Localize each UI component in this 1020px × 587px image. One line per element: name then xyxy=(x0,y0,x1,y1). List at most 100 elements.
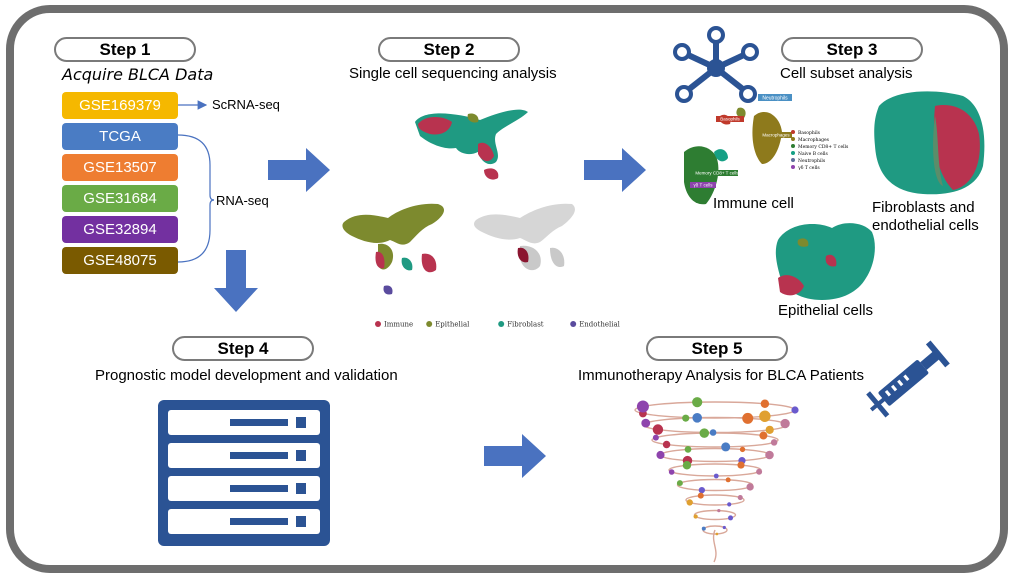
spiral-dot xyxy=(656,450,665,460)
spiral-dot xyxy=(737,494,743,501)
step1-pill: Step 1 xyxy=(54,37,196,62)
umap-legend-label: Immune xyxy=(384,321,413,329)
step5-pill: Step 5 xyxy=(646,336,788,361)
spiral-tail xyxy=(712,529,717,563)
immune-legend-label: Naive B cells xyxy=(798,151,828,157)
fibroblast-subset-plot xyxy=(874,91,985,195)
dataset-tcga: TCGA xyxy=(62,123,178,150)
umap-legend-swatch xyxy=(426,321,433,327)
spiral-dot xyxy=(728,515,734,521)
spiral-dot xyxy=(692,397,703,408)
basophils-tag: Basophils xyxy=(720,117,740,122)
spiral-ring xyxy=(634,401,796,419)
macrophages-tag: Macrophages xyxy=(762,133,790,138)
step3-caption: Cell subset analysis xyxy=(780,65,913,82)
spiral-dot xyxy=(668,469,675,475)
fibroblast-label: Fibroblasts and endothelial cells xyxy=(872,199,979,234)
neutrophils-tag: Neutrophils xyxy=(762,96,788,102)
spiral-dot xyxy=(780,418,790,429)
dataset-gse13507: GSE13507 xyxy=(62,154,178,181)
scrna-seq-label: ScRNA-seq xyxy=(212,97,280,112)
spiral-dot xyxy=(697,492,704,499)
immune-legend-swatch xyxy=(791,151,795,155)
outer-frame xyxy=(6,5,1008,573)
spiral-dot xyxy=(699,428,710,438)
spiral-dot xyxy=(717,508,721,513)
spiral-dot xyxy=(701,526,706,531)
immune-legend-label: Memory CD8+ T cells xyxy=(798,144,849,150)
immune-subset-plot: Neutrophils Basophils Macrophages Memory… xyxy=(684,94,792,205)
spiral-dot xyxy=(715,532,719,536)
arrow-step1-to-step4 xyxy=(214,250,258,312)
spiral-dot xyxy=(721,442,731,452)
spiral-dot xyxy=(682,414,690,422)
database-server-icon xyxy=(158,400,330,546)
spiral-dot xyxy=(725,477,731,483)
dataset-gse48075: GSE48075 xyxy=(62,247,178,274)
umap-legend-label: Endothelial xyxy=(579,321,620,329)
immune-cell-label: Immune cell xyxy=(713,195,794,212)
step1-caption: Acquire BLCA Data xyxy=(62,65,214,84)
dataset-gse32894: GSE32894 xyxy=(62,216,178,243)
spiral-dot xyxy=(742,412,754,424)
umap-legend-swatch xyxy=(498,321,505,327)
spiral-dot xyxy=(636,400,649,413)
spiral-dot xyxy=(652,424,664,435)
immune-legend-label: Basophils xyxy=(798,130,821,136)
syringe-icon xyxy=(866,340,950,418)
spiral-dot xyxy=(662,440,671,449)
immune-legend-label: Neutrophils xyxy=(798,158,826,164)
spiral-dot xyxy=(676,480,683,487)
umap-main-plot xyxy=(415,109,528,180)
spiral-dot xyxy=(722,525,726,530)
spiral-dot xyxy=(737,461,745,469)
umap-legend-label: Fibroblast xyxy=(507,321,544,329)
spiral-ring xyxy=(659,447,771,463)
spiral-dot xyxy=(765,450,774,460)
immune-legend-swatch xyxy=(791,130,795,134)
spiral-dot xyxy=(652,434,659,441)
spiral-dot xyxy=(641,418,651,428)
immune-legend-label: Macrophages xyxy=(798,137,830,143)
dataset-gse169379: GSE169379 xyxy=(62,92,178,119)
immune-legend-swatch xyxy=(791,158,795,162)
epithelial-label: Epithelial cells xyxy=(778,302,874,319)
rna-seq-label: RNA-seq xyxy=(216,193,269,208)
immune-legend-swatch xyxy=(791,137,795,141)
network-icon xyxy=(673,26,759,103)
immune-legend-swatch xyxy=(791,144,795,148)
umap-legend-swatch xyxy=(375,321,381,327)
spiral-ring xyxy=(685,494,745,506)
epithelial-subset-plot xyxy=(775,223,875,300)
spiral-dot xyxy=(760,399,770,408)
dataset-gse31684: GSE31684 xyxy=(62,185,178,212)
spiral-dot xyxy=(686,499,693,506)
umap-epithelial-plot xyxy=(342,203,445,295)
spiral-dot xyxy=(791,406,799,414)
spiral-dot xyxy=(759,410,771,422)
memory-tag: Memory CD8+ T cells xyxy=(695,171,739,176)
spiral-dot xyxy=(727,502,732,507)
spiral-dot xyxy=(684,445,692,453)
umap-legend-swatch xyxy=(570,321,577,327)
step5-caption: Immunotherapy Analysis for BLCA Patients xyxy=(578,367,864,384)
spiral-dot xyxy=(682,461,692,470)
arrow-step2-to-step3 xyxy=(584,148,646,192)
spiral-dot xyxy=(709,429,717,436)
gd-tag: γδ T cells xyxy=(694,183,714,188)
spiral-ring xyxy=(676,478,754,492)
spiral-dot xyxy=(693,514,698,519)
step3-pill: Step 3 xyxy=(781,37,923,62)
spiral-dot xyxy=(756,468,763,475)
spiral-dot xyxy=(746,483,754,491)
arrow-step4-to-step5 xyxy=(484,434,546,478)
spiral-dot xyxy=(713,473,719,479)
umap-grey-plot xyxy=(474,203,575,271)
spiral-dot xyxy=(698,487,705,494)
step4-pill: Step 4 xyxy=(172,336,314,361)
step2-pill: Step 2 xyxy=(378,37,520,62)
immunotherapy-spiral xyxy=(634,397,799,563)
